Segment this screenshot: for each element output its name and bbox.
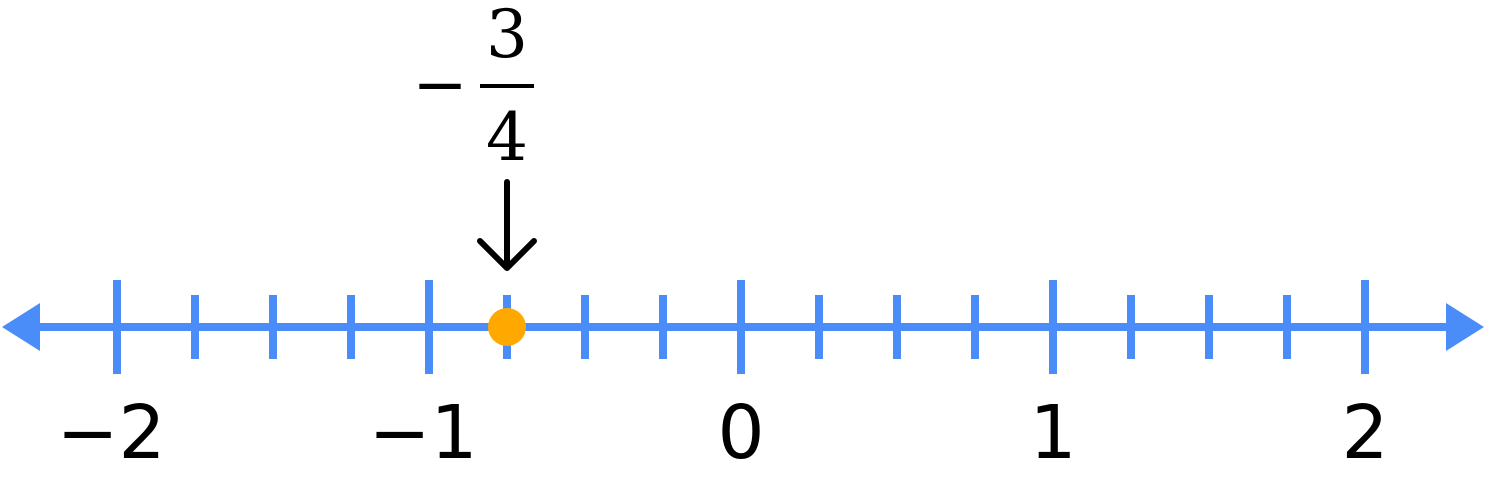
right-arrowhead: [1446, 303, 1484, 351]
tick-label: 2: [1341, 390, 1388, 476]
tick-label: −2: [56, 390, 165, 476]
fraction-denominator: 4: [486, 99, 528, 176]
tick-label: −1: [368, 390, 477, 476]
tick-label: 0: [717, 390, 764, 476]
point-label-fraction: − 3 4: [412, 0, 534, 176]
fraction-numerator: 3: [486, 0, 528, 73]
tick-label: 1: [1029, 390, 1076, 476]
left-arrowhead: [2, 303, 40, 351]
fraction-sign: −: [412, 46, 467, 123]
down-arrow-icon: [477, 179, 537, 271]
plotted-point: [488, 308, 526, 346]
tick-labels: −2 −1 0 1 2: [56, 390, 1388, 476]
tick-marks: [113, 280, 1369, 374]
